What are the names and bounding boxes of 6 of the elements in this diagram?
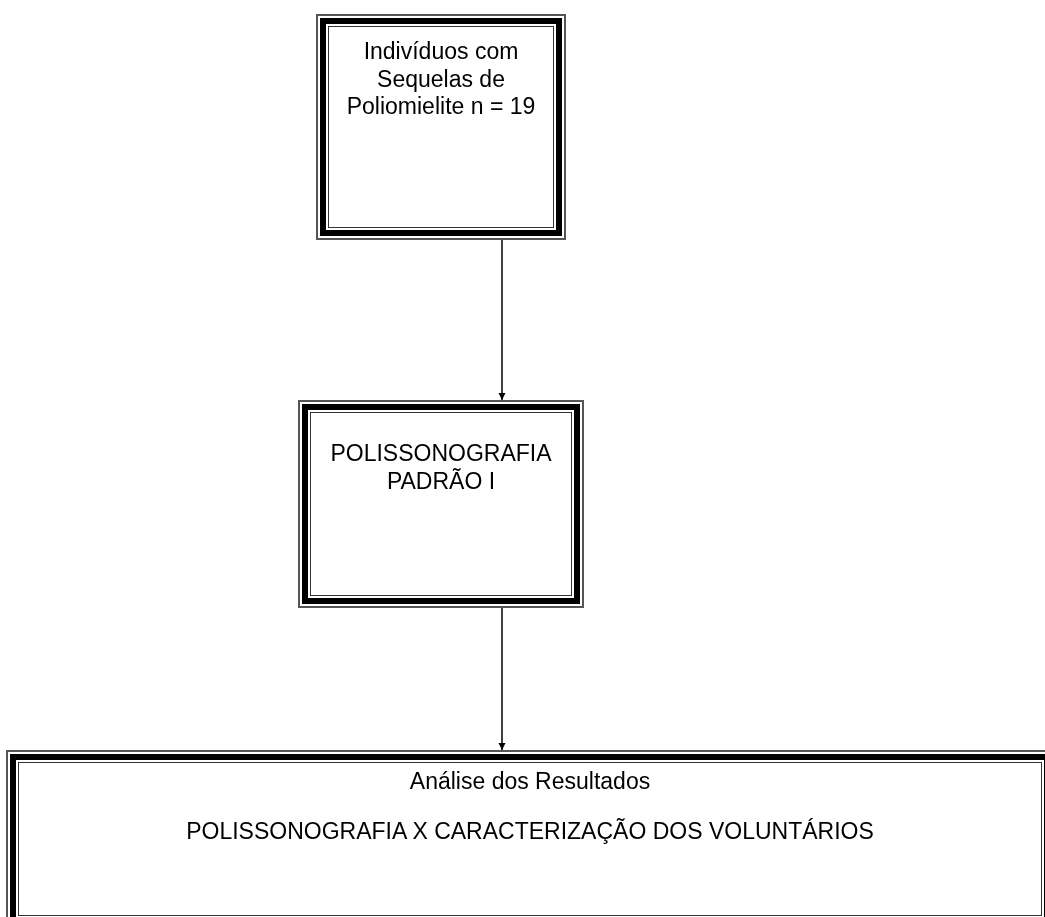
- arrow: [498, 607, 506, 751]
- arrow: [498, 239, 506, 401]
- box-text: POLISSONOGRAFIA PADRÃO I: [329, 440, 553, 496]
- box-text: Indivíduos com Sequelas de Poliomielite n = 19: [345, 38, 537, 121]
- box-text: POLISSONOGRAFIA X CARACTERIZAÇÃO DOS VOLUNTÁRIOS: [186, 817, 874, 846]
- box-heading: Análise dos Resultados: [409, 768, 651, 796]
